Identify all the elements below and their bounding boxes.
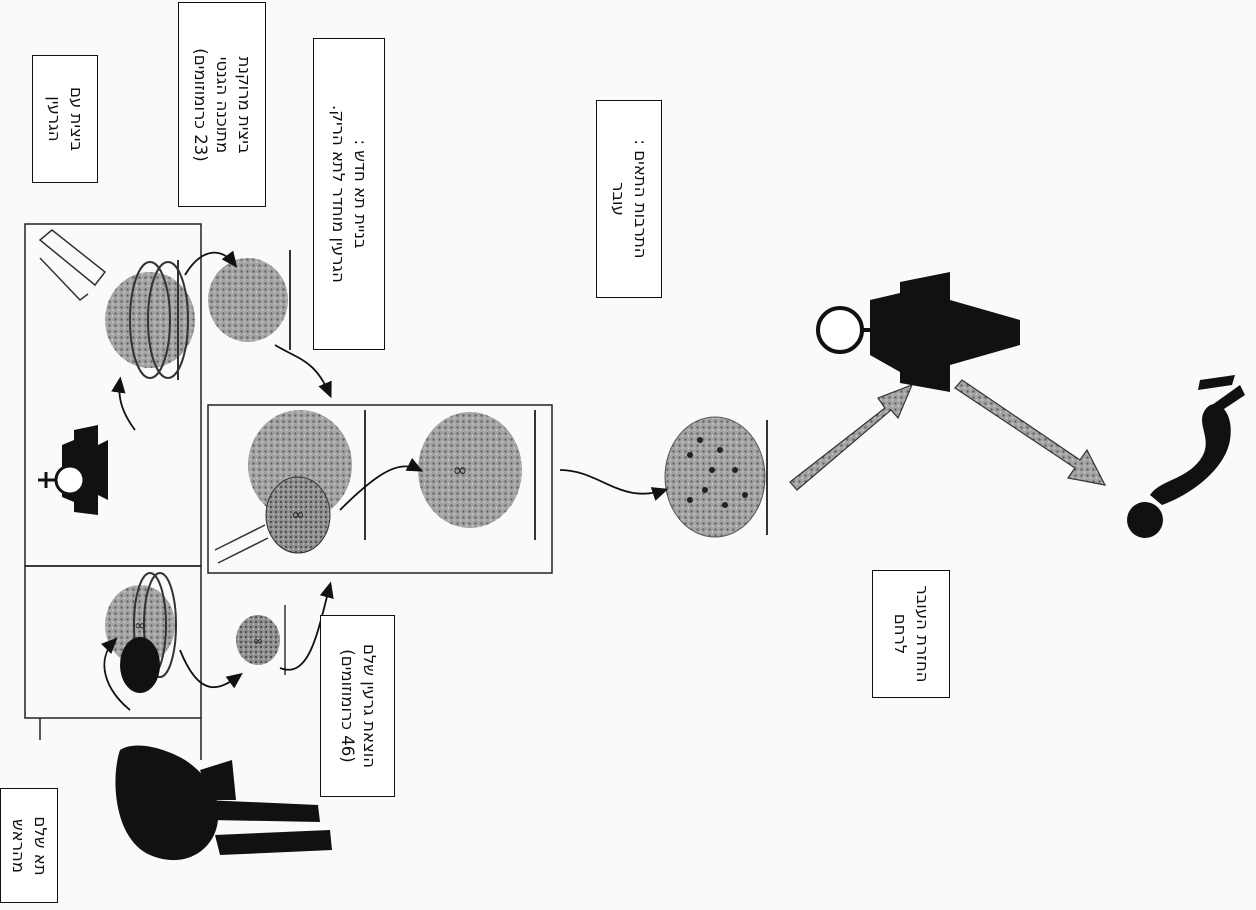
empty-egg-line3: (23 כרומוזומים): [191, 47, 210, 162]
empty-egg-line1: ביצית מרוקנת: [235, 56, 254, 153]
female-silhouette-icon: [38, 425, 108, 515]
whole-cell-line2: מהראש: [9, 818, 28, 873]
whole-cell-line1: תא שלם: [31, 815, 50, 876]
return-line2: לרחם: [891, 613, 910, 655]
egg-with-nucleus-line2: הגרעין: [45, 96, 64, 142]
multiply-line1: התרבות התאים :: [631, 139, 650, 259]
process-arrows: [101, 250, 669, 711]
label-new-cell: בניית תא חדש :הגרעין מוחדר לתא הריק.: [313, 38, 385, 350]
svg-text:∞: ∞: [453, 460, 468, 481]
new-cell-line1: בניית תא חדש :: [351, 139, 370, 249]
label-cell-multiplication: התרבות התאים :עובר: [596, 100, 662, 298]
svg-text:∞: ∞: [291, 505, 304, 524]
donor-cell: ∞ ∞: [105, 572, 286, 678]
egg-with-nucleus: [38, 229, 195, 380]
extract-nucleus-line1: הוצאת גרעין שלם: [359, 643, 379, 769]
human-figure-icon: [115, 637, 332, 861]
empty-egg-line2: מתוכנה הגנטי: [213, 56, 232, 153]
return-line1: החזרת העובר: [913, 585, 932, 683]
nucleus-extraction-panel: [24, 565, 202, 719]
panel-borders: [24, 223, 553, 760]
label-extract-nucleus: הוצאת גרעין שלם(46 כרומוזומים): [320, 615, 395, 797]
svg-text:∞: ∞: [134, 618, 146, 634]
new-cell-line2: הגרעין מוחדר לתא הריק.: [329, 105, 348, 283]
extract-nucleus-line2: (46 כרומוזומים): [337, 649, 357, 763]
embryo-cell: [664, 416, 768, 538]
female-symbol-icon: [816, 272, 1020, 392]
new-cell-panel: [207, 404, 553, 574]
fusion-cells: ∞ ∞: [214, 410, 536, 564]
transfer-arrows: [789, 379, 1107, 491]
svg-text:∞: ∞: [253, 634, 263, 648]
egg-panel: [24, 223, 202, 567]
egg-with-nucleus-line1: ביצית עם: [67, 86, 86, 152]
baby-figure-icon: [1127, 375, 1245, 538]
empty-egg: [208, 250, 291, 350]
multiply-line2: עובר: [609, 182, 628, 216]
